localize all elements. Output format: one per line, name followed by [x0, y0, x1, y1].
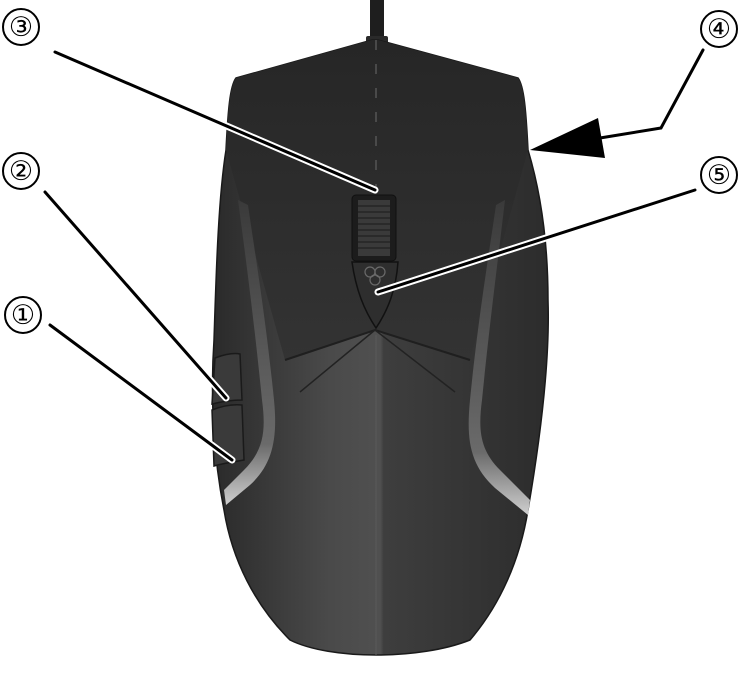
callout-2: ②: [2, 152, 40, 190]
right-accent-stripe: [468, 200, 530, 515]
callout-3: ③: [2, 8, 40, 46]
callout-1: ①: [4, 296, 42, 334]
scroll-wheel: [351, 194, 397, 262]
callout-5: ⑤: [700, 156, 738, 194]
dpi-button: [351, 261, 399, 330]
left-accent-stripe: [224, 200, 276, 505]
logo-icon: [364, 266, 386, 286]
callout-lines: [41, 48, 705, 464]
callout-4: ④: [700, 10, 738, 48]
cable: [366, 0, 388, 44]
